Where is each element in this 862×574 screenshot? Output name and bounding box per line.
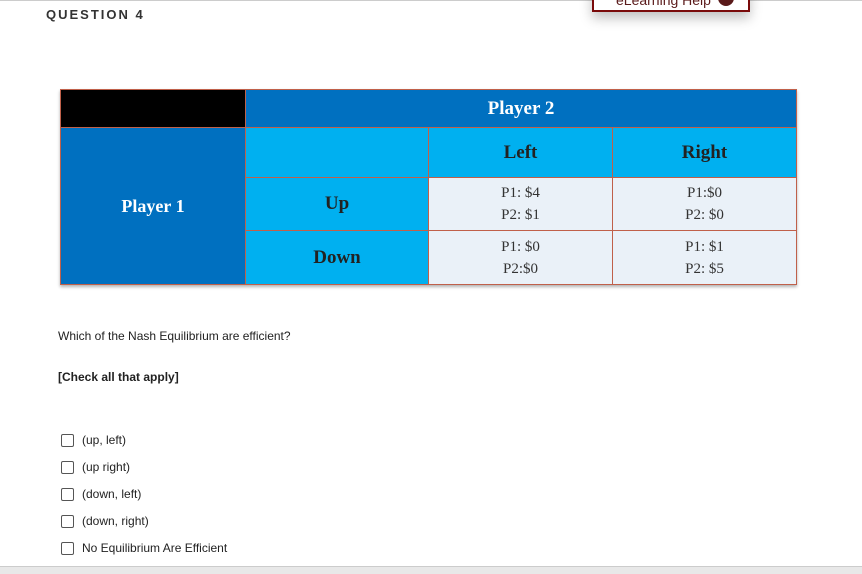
corner-cell — [60, 89, 246, 128]
empty-header — [245, 127, 429, 178]
question-hint: [Check all that apply] — [58, 370, 179, 384]
player2-header: Player 2 — [245, 89, 797, 128]
horizontal-scrollbar[interactable] — [0, 566, 862, 574]
option-down-right[interactable]: (down, right) — [61, 514, 149, 528]
checkbox[interactable] — [61, 541, 74, 555]
checkbox[interactable] — [61, 487, 74, 501]
question-title: QUESTION 4 — [46, 7, 145, 22]
question-prompt: Which of the Nash Equilibrium are effici… — [58, 329, 291, 343]
row-down: Down — [245, 230, 429, 285]
checkbox[interactable] — [61, 433, 74, 447]
col-right: Right — [612, 127, 797, 178]
option-down-left[interactable]: (down, left) — [61, 487, 141, 501]
elearning-help-button[interactable]: eLearning Help — [592, 0, 750, 12]
checkbox[interactable] — [61, 514, 74, 528]
option-none[interactable]: No Equilibrium Are Efficient — [61, 541, 227, 555]
top-divider — [0, 0, 862, 1]
option-up-right[interactable]: (up right) — [61, 460, 130, 474]
help-label: eLearning Help — [616, 0, 711, 8]
col-left: Left — [428, 127, 613, 178]
info-icon — [718, 0, 734, 6]
checkbox[interactable] — [61, 460, 74, 474]
row-up: Up — [245, 177, 429, 231]
player1-header: Player 1 — [60, 127, 246, 285]
option-up-left[interactable]: (up, left) — [61, 433, 126, 447]
